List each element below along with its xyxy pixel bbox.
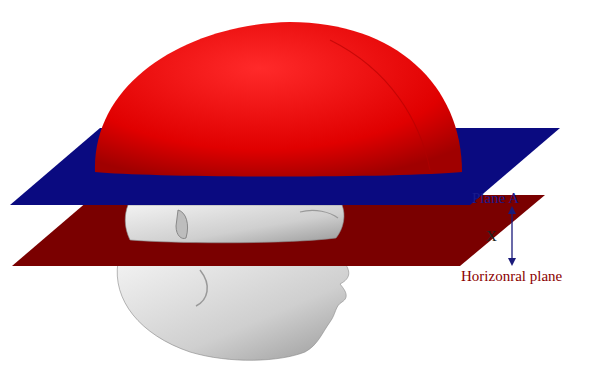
face xyxy=(117,262,349,360)
red-dome xyxy=(95,22,462,177)
ear xyxy=(176,210,188,239)
dome-crease xyxy=(330,40,430,170)
plane-label: Plane A xyxy=(472,190,519,207)
dimension-arrow xyxy=(511,210,512,262)
head-band xyxy=(125,205,344,243)
ear-lower xyxy=(196,270,207,306)
brow xyxy=(300,210,338,218)
dimension-label: X xyxy=(486,228,497,245)
plane-label: Horizonral plane xyxy=(461,268,562,285)
horizontal-plane xyxy=(12,195,545,266)
